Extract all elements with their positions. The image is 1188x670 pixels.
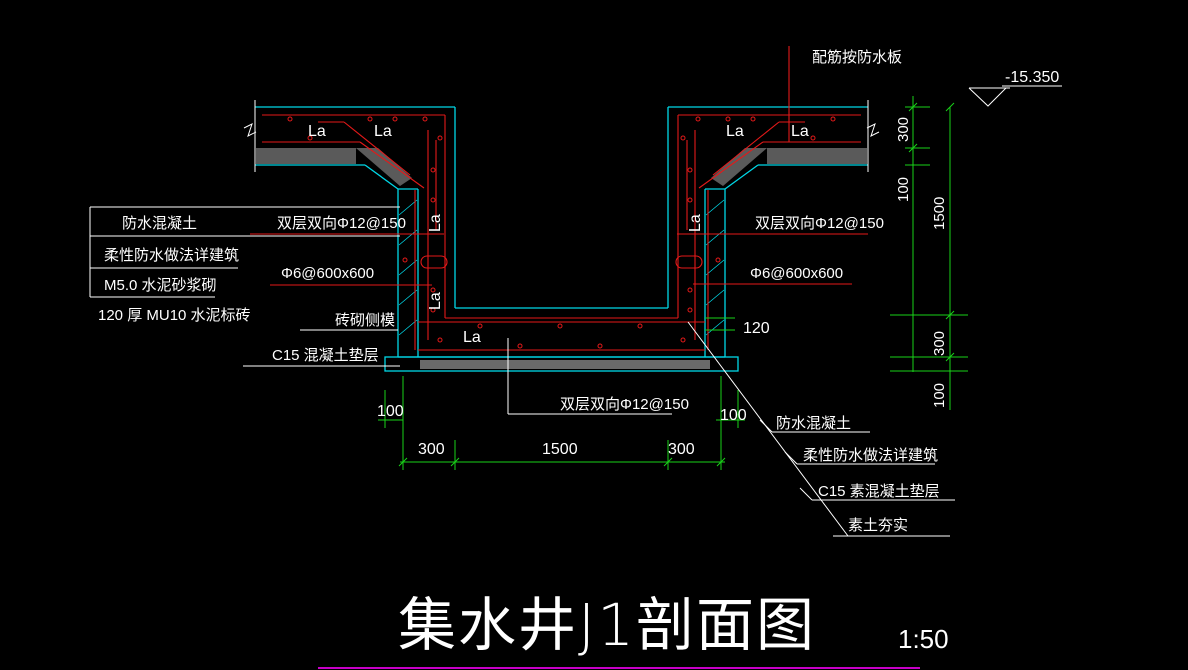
dim-left-offset: 100 [377,403,404,420]
brick-form-label: 砖砌侧模 [335,312,395,329]
break-marks [243,100,880,172]
left-legend-line: 120 厚 MU10 水泥标砖 [98,307,251,324]
label-leaders [250,233,868,286]
dim-bottom-right: 300 [668,441,695,458]
c15-label-left: C15 混凝土垫层 [272,347,379,364]
top-note: 配筋按防水板 [812,48,902,66]
dim-vertical: 300 [895,117,912,142]
la-label: La [374,123,392,140]
tie-label-left: Φ6@600x600 [281,265,374,282]
right-legend-line: 素土夯实 [848,517,908,534]
concrete-outline [255,106,868,372]
rebar-label-bottom: 双层双向Φ12@150 [560,396,689,413]
rebar [262,46,861,351]
dim-vertical: 100 [895,177,912,202]
rebar-label-right: 双层双向Φ12@150 [755,215,884,232]
left-legend-line: M5.0 水泥砂浆砌 [104,276,217,294]
elevation-marker [968,85,1062,107]
dim-vertical: 300 [931,331,948,356]
rebar-label-left: 双层双向Φ12@150 [277,215,406,232]
la-label: La [463,329,481,346]
drawing-scale: 1:50 [898,624,949,654]
la-label: La [726,123,744,140]
la-label-vertical: La [427,292,444,310]
dim-vertical: 1500 [931,197,948,230]
dim-vertical: 100 [931,383,948,408]
brick-hatch [398,199,725,336]
tie-label-right: Φ6@600x600 [750,265,843,282]
dimension-lines [378,96,968,470]
la-label: La [791,123,809,140]
left-legend-line: 防水混凝土 [122,215,197,232]
elevation-label: -15.350 [1005,69,1059,86]
right-legend-line: C15 素混凝土垫层 [818,483,940,500]
dim-bottom-center: 1500 [542,441,578,458]
leader-lines [89,206,955,537]
white-label-leaders [243,329,400,367]
dim-right-offset: 100 [720,407,747,424]
la-label-vertical: La [427,214,444,232]
dim-bottom-left: 300 [418,441,445,458]
dim-120: 120 [743,320,770,337]
la-label: La [308,123,326,140]
rebar-dots [287,116,836,349]
drawing-title: 集水井J1剖面图 [398,591,816,659]
cushion-texture [256,148,867,369]
right-legend-line: 柔性防水做法详建筑 [803,447,938,464]
left-legend-line: 柔性防水做法详建筑 [104,247,239,264]
la-label-vertical: La [687,214,704,232]
right-legend-line: 防水混凝土 [776,415,851,432]
